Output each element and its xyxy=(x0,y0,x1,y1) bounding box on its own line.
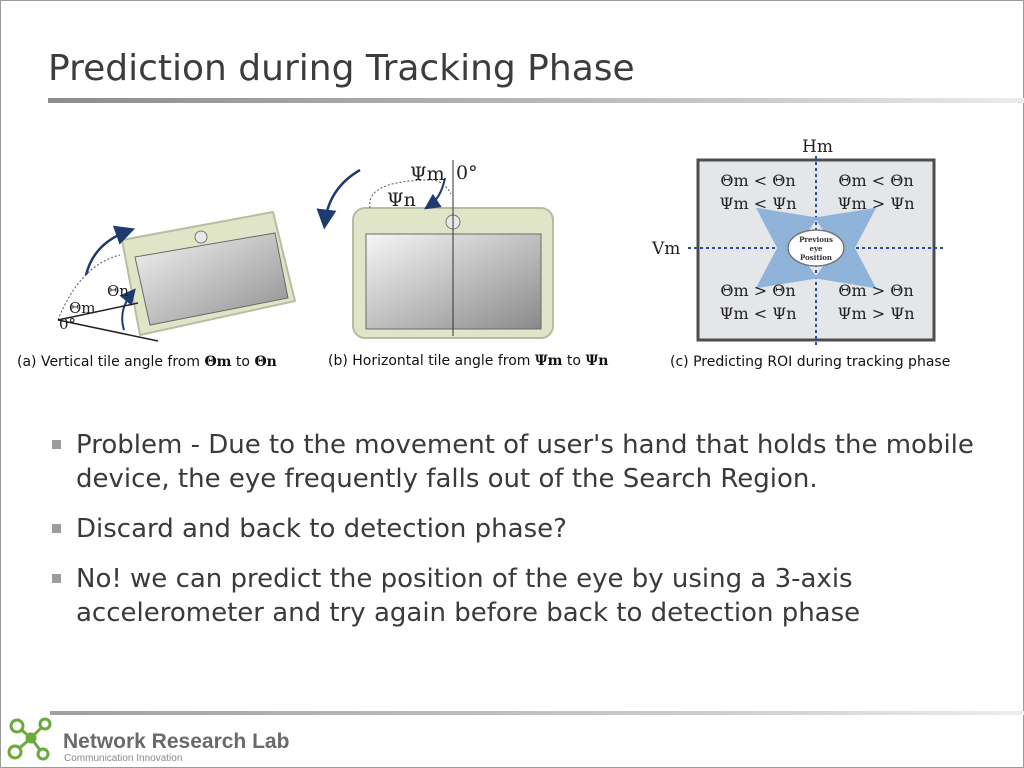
quadrant-top-right-line-1: Θm < Θn xyxy=(838,171,913,190)
quadrant-top-right-line-2: Ψm > Ψn xyxy=(837,194,914,213)
tilt-arc-theta-n xyxy=(119,288,136,331)
caption-c: (c) Predicting ROI during tracking phase xyxy=(670,354,951,370)
bullet-marker-icon xyxy=(52,524,61,533)
title-underline xyxy=(48,98,1024,103)
tilt-arc-psi-n xyxy=(424,177,446,210)
lab-name: Network Research Lab xyxy=(63,730,290,753)
label-theta-m: Θm xyxy=(69,299,96,317)
label-psi-n: Ψn xyxy=(387,189,416,211)
tilt-guide-dotted xyxy=(57,254,121,321)
label-zero-degree-a: 0° xyxy=(59,315,76,333)
bullet-text: Problem - Due to the movement of user's … xyxy=(76,430,974,494)
caption-a: (a) Vertical tile angle from Θm to Θn xyxy=(17,354,277,370)
quadrant-bottom-right-line-2: Ψm > Ψn xyxy=(837,304,914,323)
tilt-guide-dotted-b xyxy=(369,179,452,209)
previous-eye-position-ellipse xyxy=(787,229,845,267)
quadrant-top-left-line-2: Ψm < Ψn xyxy=(719,194,796,213)
quadrant-bottom-left-line-2: Ψm < Ψn xyxy=(719,304,796,323)
arrow-down-left-icon xyxy=(755,232,818,289)
ground-reference-line xyxy=(57,319,159,342)
figure-b-horizontal-tilt: Ψm Ψn 0° xyxy=(316,160,554,339)
label-theta-n: Θn xyxy=(107,282,129,300)
center-label-line-3: Position xyxy=(800,253,832,262)
quadrant-bottom-left-line-1: Θm > Θn xyxy=(720,281,795,300)
bullet-list: Problem - Due to the movement of user's … xyxy=(50,428,1000,646)
rotation-arrow-up-icon xyxy=(84,225,136,276)
axis-hm-label: Hm xyxy=(802,137,833,157)
figure-a-vertical-tilt: Θn Θm 0° xyxy=(57,211,296,342)
center-label-line-1: Previous xyxy=(799,235,833,244)
label-psi-m: Ψm xyxy=(410,163,445,185)
center-label-line-2: eye xyxy=(810,244,824,253)
caption-b: (b) Horizontal tile angle from Ψm to Ψn xyxy=(328,353,609,369)
lab-tagline: Communication Innovation xyxy=(64,753,183,764)
axis-vm-label: Vm xyxy=(651,239,680,259)
quadrant-top-left-line-1: Θm < Θn xyxy=(720,171,795,190)
rotation-arrow-left-icon xyxy=(316,168,361,230)
bullet-text: Discard and back to detection phase? xyxy=(76,514,567,544)
bullet-marker-icon xyxy=(52,440,61,449)
bullet-text: No! we can predict the position of the e… xyxy=(76,564,861,628)
network-lab-logo-icon xyxy=(7,717,52,761)
device-tilted-vertical xyxy=(121,211,296,336)
quadrant-bottom-right-line-1: Θm > Θn xyxy=(838,281,913,300)
arrow-down-right-icon xyxy=(814,232,877,289)
bullet-item: Problem - Due to the movement of user's … xyxy=(50,428,1000,496)
label-zero-degree-b: 0° xyxy=(456,162,478,184)
figure-c-roi-prediction: Hm Vm Previous eye Position Θm < Θn Ψm <… xyxy=(651,137,944,346)
bullet-item: No! we can predict the position of the e… xyxy=(50,562,1000,630)
tilt-reference-line xyxy=(57,302,139,321)
bullet-item: Discard and back to detection phase? xyxy=(50,512,1000,546)
slide-title: Prediction during Tracking Phase xyxy=(48,48,635,89)
footer-rule xyxy=(50,711,1024,715)
bullet-marker-icon xyxy=(52,574,61,583)
